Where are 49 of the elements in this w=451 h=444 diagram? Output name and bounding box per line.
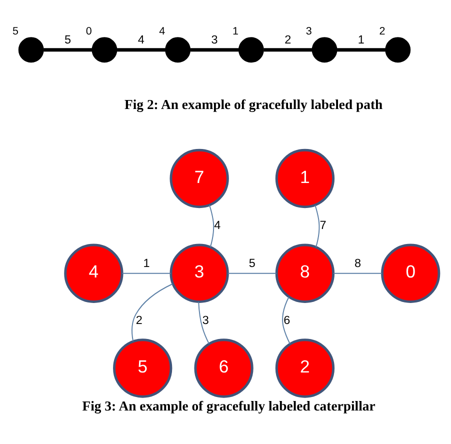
node-label: 1 [232,25,239,38]
node-label: 5 [12,25,18,38]
node-circle: 2 [275,338,335,398]
node-circle [165,36,191,62]
node-circle [92,36,118,62]
node-circle: 1 [275,148,335,208]
node-label: 3 [306,25,312,38]
node-circle: 5 [113,338,172,398]
connector [116,48,166,52]
edge-label: 5 [248,256,256,270]
connector [44,48,92,52]
edge-label: 2 [284,33,292,46]
edge-label: 3 [211,33,218,46]
node-circle: 7 [170,148,229,208]
node-circle [312,36,338,62]
edge-label: 6 [284,313,290,326]
edge-label: 2 [136,313,142,326]
node-circle [385,36,411,62]
node-circle: 6 [194,338,254,398]
connector [282,296,290,344]
edge-label: 3 [202,313,209,326]
edge-label: 8 [354,256,362,270]
connector [198,300,210,344]
connector [208,204,214,248]
edge-label: 5 [64,33,72,46]
connector [264,48,312,52]
connector [227,272,277,274]
edge-label: 7 [320,218,326,232]
edge-label: 4 [138,33,144,46]
node-circle: 4 [64,243,124,302]
connector [314,204,320,248]
node-circle: 3 [170,243,229,302]
node-circle [238,36,264,62]
connector [333,272,382,274]
connector [190,48,239,52]
edge-label: 1 [143,256,150,270]
node-circle [18,36,44,62]
caption: Fig 3: An example of gracefully labeled caterpillar [82,398,376,413]
connector [336,48,386,52]
node-circle: 0 [381,243,440,302]
node-label: 0 [86,25,92,38]
node-circle: 8 [275,243,335,302]
edge-label: 4 [214,218,221,232]
label: Fig 2: An example of gracefully labeled path [124,96,383,112]
connector [122,272,172,274]
node-label: 4 [159,25,166,38]
connector [132,282,174,342]
node-label: 2 [379,25,386,38]
edge-label: 1 [358,33,364,46]
